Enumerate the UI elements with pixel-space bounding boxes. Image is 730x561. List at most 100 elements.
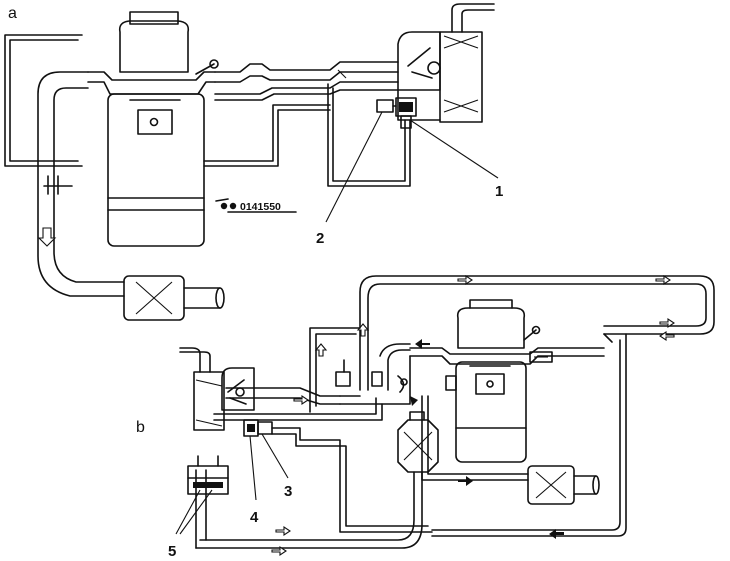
leader-4 <box>249 435 257 501</box>
flow-arrow-right-4 <box>271 545 287 557</box>
intake-bend-b <box>379 343 411 357</box>
solenoid-2 <box>376 99 394 113</box>
panel-b: b <box>136 274 715 560</box>
egr-port-b-cap <box>400 378 408 386</box>
right-return-inner <box>431 339 621 531</box>
intake-duct-lower <box>214 71 399 83</box>
compressor-vanes <box>407 47 433 79</box>
flow-arrow-up-2 <box>314 343 328 357</box>
flow-arrow-left-solid-2 <box>549 529 564 539</box>
flow-arrow-top-2 <box>655 274 671 286</box>
callout-5: 5 <box>168 543 176 560</box>
egr-valve-a <box>327 83 417 187</box>
downpipe-outer <box>37 71 125 297</box>
valve-3 <box>257 421 273 435</box>
air-cleaner-b-cap <box>469 299 513 309</box>
piston <box>129 99 181 135</box>
tailpipe-a <box>183 287 221 309</box>
canister-b <box>195 411 439 549</box>
intercooler-fins <box>443 35 479 113</box>
panel-a-label: a <box>8 5 17 22</box>
right-return-outer <box>431 333 627 537</box>
flow-arrow-down-solid <box>410 396 418 406</box>
canister-drain-inner <box>195 471 423 549</box>
air-cleaner-b <box>456 307 526 349</box>
air-cleaner-cap <box>129 11 179 25</box>
egr-pipe-inner <box>203 104 331 162</box>
exhaust-a <box>37 71 225 321</box>
piston-b <box>469 365 511 395</box>
exhaust-manifold-b <box>409 355 605 365</box>
sensor-5-body <box>187 465 229 495</box>
charge-pipe-b-join <box>339 355 411 405</box>
flow-arrow-left-solid-1 <box>415 339 430 349</box>
sensor-block-5 <box>187 455 229 495</box>
intercooler-b-core <box>193 371 225 431</box>
solenoid-4-core <box>247 424 255 432</box>
exhaust-duct-upper <box>214 81 399 95</box>
egr-port-b <box>397 375 405 393</box>
intake-manifold <box>87 71 216 81</box>
camera-icon-2 <box>229 202 237 210</box>
callout-1: 1 <box>495 183 503 200</box>
return-loop-inner <box>367 283 707 391</box>
intake-bend-b-inner <box>387 349 411 391</box>
alternator-b <box>445 375 457 391</box>
intercooler-a <box>397 3 495 123</box>
downpipe-inner <box>53 87 125 283</box>
panel-a: a <box>4 3 503 321</box>
sensor-5-core <box>193 482 223 488</box>
intake-manifold-b <box>409 347 605 355</box>
valve-1-core <box>399 102 413 112</box>
sensor-5-detail <box>187 455 229 479</box>
valve-1-stem <box>400 115 412 129</box>
flow-arrow-left-1 <box>659 330 675 342</box>
throttle-b <box>335 371 351 387</box>
callout-4: 4 <box>250 509 259 526</box>
compressor-hub <box>427 61 441 75</box>
flow-arrow-right-1 <box>293 394 309 406</box>
compressor-b-hub <box>235 387 245 397</box>
egr-valve-frame-outer <box>327 83 411 187</box>
sensor-5-pipes <box>195 469 207 549</box>
return-loop-outer <box>359 275 715 391</box>
inlet-pipe-outer <box>451 3 495 33</box>
inlet-b-outer <box>179 347 201 373</box>
muffler-b <box>527 465 575 505</box>
egr-b-pipe-lower <box>213 403 383 421</box>
engine-block <box>107 93 205 247</box>
intercooler-core <box>439 31 483 123</box>
oxygen-sensor <box>43 175 73 195</box>
egr-valve-b <box>213 397 383 437</box>
flow-arrow-up-1 <box>356 323 370 337</box>
figure-code-text: 0141550 <box>240 201 281 213</box>
tailpipe-b-end <box>592 475 600 495</box>
leader-3 <box>261 433 289 479</box>
charge-pipe <box>397 89 441 121</box>
leader-1 <box>409 119 499 179</box>
callout-3: 3 <box>284 483 292 500</box>
engine-block-b <box>455 361 527 463</box>
intake-duct-upper <box>214 61 399 73</box>
bypass-loop-outer <box>4 34 83 167</box>
spark-plug-tip <box>209 59 219 69</box>
return-joint <box>603 333 613 343</box>
canister-body <box>397 419 439 473</box>
crankcase-line <box>107 197 205 211</box>
bypass-b-outer <box>309 327 361 413</box>
flow-arrow-top-1 <box>457 274 473 286</box>
bypass-b-inner <box>315 333 357 407</box>
muffler-b-cross <box>535 471 567 499</box>
piston-pin-b <box>486 380 494 388</box>
egr-b-pipe-upper <box>213 397 377 415</box>
intercooler-b-fins <box>195 379 223 427</box>
muffler-a-cross <box>135 281 173 315</box>
inlet-b-inner <box>179 351 211 373</box>
flow-arrow-right-solid <box>458 476 473 486</box>
intercooler-b <box>179 347 255 431</box>
bypass-loop-inner <box>9 39 79 162</box>
exhaust-b-inner <box>427 395 529 475</box>
air-cleaner-housing <box>118 20 190 73</box>
tailpipe-b <box>573 475 597 495</box>
